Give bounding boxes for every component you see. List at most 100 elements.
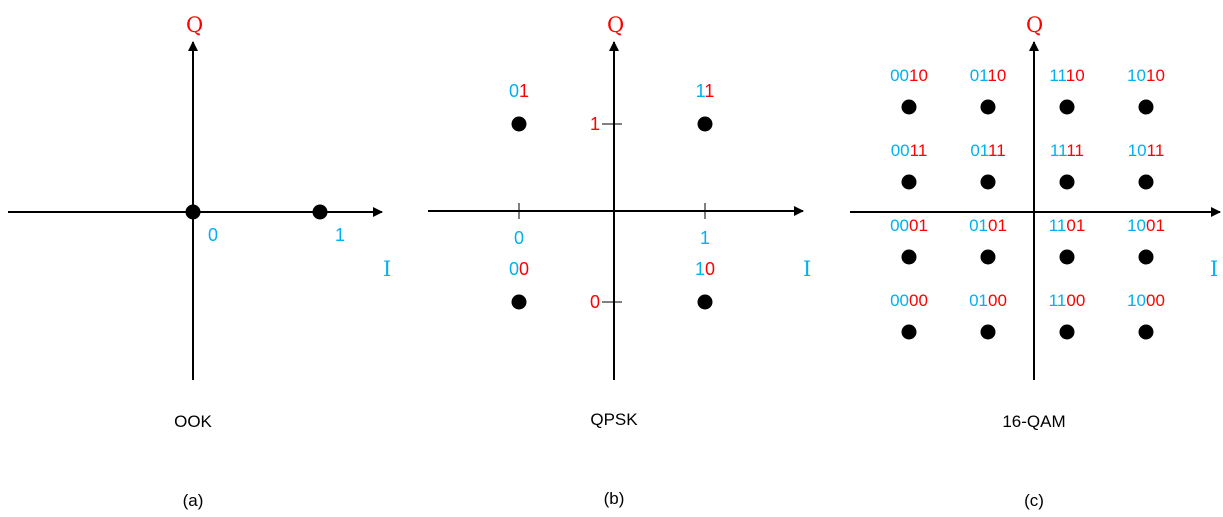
constellation-point: [1138, 174, 1154, 190]
panel-caption: (a): [183, 491, 204, 510]
q-axis-label: Q: [607, 13, 624, 37]
code-bits-second: 0: [519, 259, 529, 279]
constellation-point: [980, 174, 996, 190]
constellation-point: [901, 324, 917, 340]
code-bits-second: 10: [987, 66, 1006, 85]
code-bits-first: 01: [970, 141, 988, 160]
constellation-point: [697, 116, 713, 132]
y-tick-label: 1: [590, 114, 600, 134]
code-bits-first: 1: [335, 225, 345, 245]
code-bits-second: 1: [704, 81, 714, 101]
symbol-code-label: 1010: [1127, 66, 1165, 85]
code-bits-second: 11: [1147, 141, 1165, 160]
x-tick-label: 0: [514, 228, 524, 248]
code-bits-first: 1: [696, 81, 706, 101]
q-axis-label: Q: [186, 13, 203, 37]
constellation-point: [901, 99, 917, 115]
constellation-point: [1059, 99, 1075, 115]
y-tick-label: 0: [590, 292, 600, 312]
x-tick-label: 1: [700, 228, 710, 248]
code-bits-second: 01: [1146, 216, 1165, 235]
constellation-point: [1138, 324, 1154, 340]
symbol-code-label: 00: [509, 259, 529, 279]
code-bits-second: 00: [1146, 291, 1165, 310]
constellation-point: [312, 204, 328, 220]
code-bits-first: 00: [891, 141, 910, 160]
code-bits-second: 1: [519, 81, 529, 101]
code-bits-first: 10: [1127, 216, 1146, 235]
code-bits-first: 10: [1128, 141, 1147, 160]
code-bits-second: 10: [1146, 66, 1165, 85]
symbol-code-label: 1001: [1127, 216, 1165, 235]
symbol-code-label: 1101: [1049, 216, 1086, 235]
symbol-code-label: 0111: [970, 141, 1005, 160]
constellation-point: [980, 249, 996, 265]
constellation-point: [1138, 99, 1154, 115]
code-bits-first: 11: [1049, 216, 1067, 235]
modulation-title: OOK: [174, 412, 212, 431]
code-bits-second: 11: [1066, 141, 1084, 160]
panel-caption: (b): [604, 489, 625, 508]
code-bits-second: 01: [988, 216, 1007, 235]
code-bits-first: 00: [890, 291, 909, 310]
code-bits-first: 11: [1049, 66, 1066, 85]
symbol-code-label: 11: [696, 81, 715, 101]
symbol-code-label: 0110: [970, 66, 1007, 85]
code-bits-second: 01: [909, 216, 928, 235]
code-bits-first: 10: [1127, 66, 1146, 85]
symbol-code-label: 0001: [890, 216, 928, 235]
code-bits-first: 10: [1127, 291, 1146, 310]
code-bits-first: 01: [970, 66, 988, 85]
code-bits-first: 11: [1050, 141, 1067, 160]
symbol-code-label: 0011: [891, 141, 928, 160]
code-bits-second: 11: [988, 141, 1006, 160]
modulation-title: QPSK: [590, 410, 638, 429]
constellation-point: [1138, 249, 1154, 265]
constellation-point: [901, 174, 917, 190]
code-bits-first: 01: [969, 291, 988, 310]
code-bits-first: 0: [509, 259, 519, 279]
code-bits-first: 0: [509, 81, 519, 101]
code-bits-second: 0: [705, 259, 715, 279]
code-bits-second: 01: [1066, 216, 1085, 235]
constellation-point: [1059, 174, 1075, 190]
i-axis-label: I: [1210, 257, 1218, 281]
code-bits-second: 10: [909, 66, 928, 85]
symbol-code-label: 0000: [890, 291, 928, 310]
symbol-code-label: 1011: [1128, 141, 1165, 160]
code-bits-second: 00: [909, 291, 928, 310]
code-bits-second: 00: [988, 291, 1007, 310]
i-axis-label: I: [803, 257, 811, 281]
modulation-title: 16-QAM: [1002, 412, 1065, 431]
code-bits-second: 10: [1066, 66, 1085, 85]
constellation-point: [511, 116, 527, 132]
symbol-code-label: 10: [695, 259, 715, 279]
constellation-point: [511, 294, 527, 310]
constellation-point: [185, 204, 201, 220]
symbol-code-label: 1111: [1050, 141, 1084, 160]
symbol-code-label: 0010: [890, 66, 928, 85]
i-axis-label: I: [383, 257, 391, 281]
code-bits-first: 11: [1049, 291, 1067, 310]
symbol-code-label: 1110: [1049, 66, 1084, 85]
panel-caption: (c): [1024, 491, 1044, 510]
constellation-point: [1059, 324, 1075, 340]
constellation-point: [980, 99, 996, 115]
code-bits-second: 00: [1066, 291, 1085, 310]
code-bits-second: 11: [910, 141, 928, 160]
constellation-point: [980, 324, 996, 340]
symbol-code-label: 0101: [969, 216, 1007, 235]
code-bits-first: 0: [208, 225, 218, 245]
symbol-code-label: 1: [335, 225, 345, 245]
symbol-code-label: 1100: [1049, 291, 1086, 310]
constellation-point: [901, 249, 917, 265]
code-bits-first: 1: [695, 259, 705, 279]
symbol-code-label: 0100: [969, 291, 1007, 310]
constellation-point: [697, 294, 713, 310]
symbol-code-label: 1000: [1127, 291, 1165, 310]
code-bits-first: 01: [969, 216, 988, 235]
